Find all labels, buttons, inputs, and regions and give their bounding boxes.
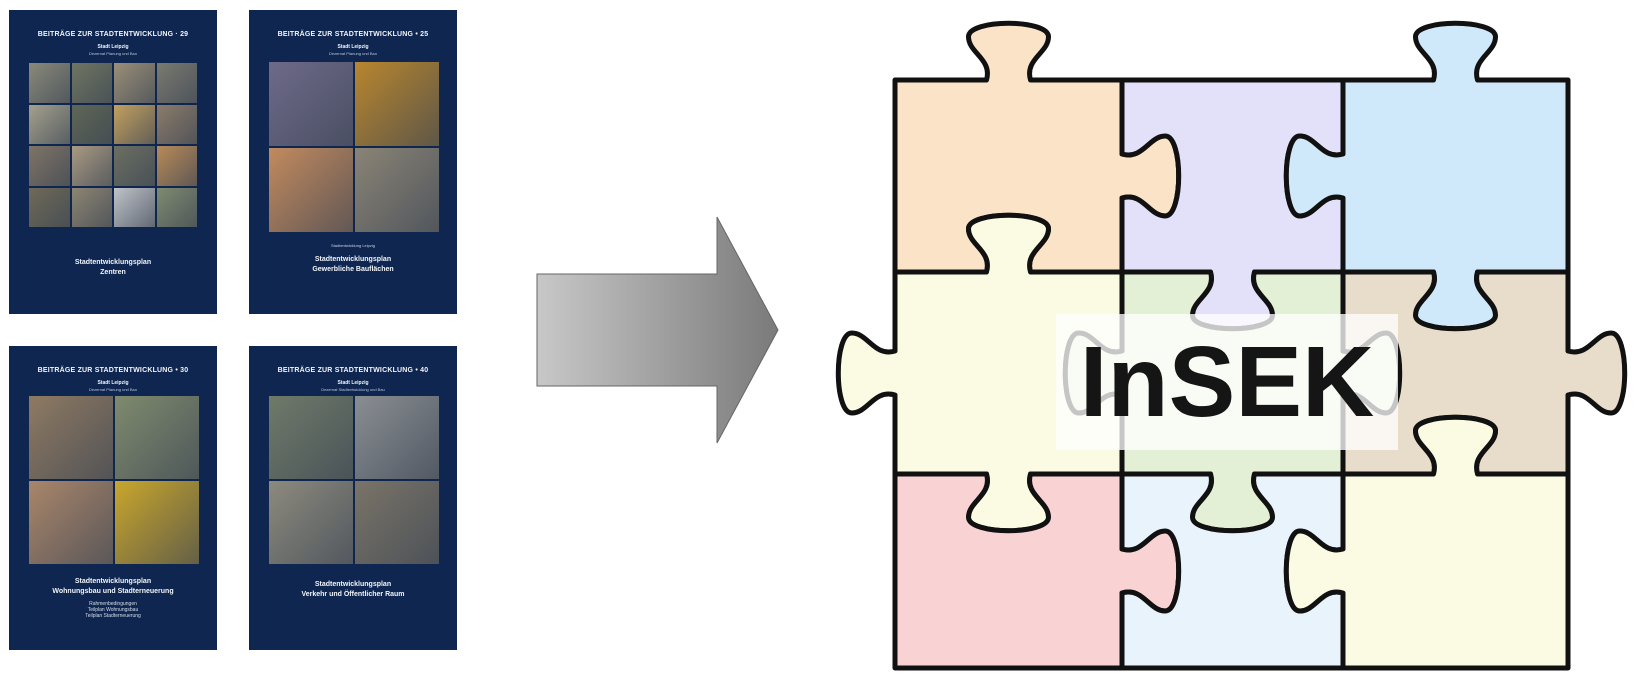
report-cover-40: BEITRÄGE ZUR STADTENTWICKLUNG • 40 Stadt… [249, 346, 457, 650]
cover-series-title: BEITRÄGE ZUR STADTENTWICKLUNG • 30 [37, 367, 189, 374]
jigsaw-puzzle-diagram [835, 20, 1628, 671]
cover-title-line-1: Stadtentwicklungsplan [74, 578, 152, 585]
cover-photo [114, 104, 155, 144]
cover-photo [71, 187, 112, 227]
cover-photo [355, 62, 439, 146]
cover-department: Dezernat Planung und Bau [88, 51, 138, 56]
cover-title-line-1: Stadtentwicklungsplan [74, 259, 152, 266]
insek-label-box: InSEK [1056, 314, 1398, 450]
cover-photo [156, 104, 197, 144]
report-cover-30: BEITRÄGE ZUR STADTENTWICKLUNG • 30 Stadt… [9, 346, 217, 650]
cover-photo [114, 146, 155, 186]
cover-subtitle-line-1: Rahmenbedingungen [89, 601, 137, 607]
cover-photo-grid [269, 396, 439, 564]
cover-title-line-2: Wohnungsbau und Stadterneuerung [52, 588, 174, 595]
cover-photo [115, 481, 199, 564]
cover-photo [355, 481, 439, 564]
cover-photo-grid [29, 63, 197, 227]
cover-photo-grid [29, 396, 199, 564]
cover-title-line-1: Stadtentwicklungsplan [314, 256, 392, 263]
right-arrow-icon [536, 216, 779, 444]
cover-photo [29, 187, 70, 227]
cover-subtitle-line-3: Teilplan Stadterneuerung [85, 613, 141, 619]
cover-photo [29, 396, 113, 479]
cover-photo [355, 396, 439, 479]
cover-photo [156, 187, 197, 227]
cover-photo [29, 481, 113, 564]
cover-photo [269, 396, 353, 479]
cover-city: Stadt Leipzig [97, 380, 129, 386]
cover-photo [29, 104, 70, 144]
cover-city: Stadt Leipzig [337, 44, 369, 50]
cover-photo [269, 148, 353, 232]
cover-subtitle-line-2: Teilplan Wohnungsbau [87, 607, 139, 613]
cover-photo [114, 187, 155, 227]
cover-photo [71, 104, 112, 144]
insek-label: InSEK [1079, 325, 1375, 438]
cover-department: Dezernat Planung und Bau [88, 387, 138, 392]
cover-city: Stadt Leipzig [337, 380, 369, 386]
cover-title-line-2: Gewerbliche Bauflächen [312, 266, 394, 273]
cover-department: Dezernat Stadtentwicklung und Bau [321, 387, 385, 392]
cover-photo-grid [269, 62, 439, 232]
cover-city: Stadt Leipzig [97, 44, 129, 50]
cover-title-line-2: Zentren [100, 269, 126, 276]
puzzle-piece-br [1283, 414, 1571, 671]
cover-photo [29, 63, 70, 103]
cover-series-title: BEITRÄGE ZUR STADTENTWICKLUNG · 29 [37, 31, 189, 38]
cover-photo [156, 146, 197, 186]
cover-series-title: BEITRÄGE ZUR STADTENTWICKLUNG • 25 [277, 31, 429, 38]
cover-photo [114, 63, 155, 103]
cover-department: Dezernat Planung und Bau [328, 51, 378, 56]
cover-photo [269, 62, 353, 146]
cover-photo [156, 63, 197, 103]
cover-title-line-2: Verkehr und Öffentlicher Raum [301, 591, 405, 598]
cover-overline: Stadtentwicklung Leipzig [330, 243, 376, 248]
cover-photo [71, 146, 112, 186]
cover-title-line-1: Stadtentwicklungsplan [314, 581, 392, 588]
report-cover-25: BEITRÄGE ZUR STADTENTWICKLUNG • 25 Stadt… [249, 10, 457, 314]
cover-series-title: BEITRÄGE ZUR STADTENTWICKLUNG • 40 [277, 367, 429, 374]
cover-photo [269, 481, 353, 564]
cover-photo [71, 63, 112, 103]
cover-photo [115, 396, 199, 479]
report-cover-29: BEITRÄGE ZUR STADTENTWICKLUNG · 29 Stadt… [9, 10, 217, 314]
cover-photo [29, 146, 70, 186]
cover-photo [355, 148, 439, 232]
